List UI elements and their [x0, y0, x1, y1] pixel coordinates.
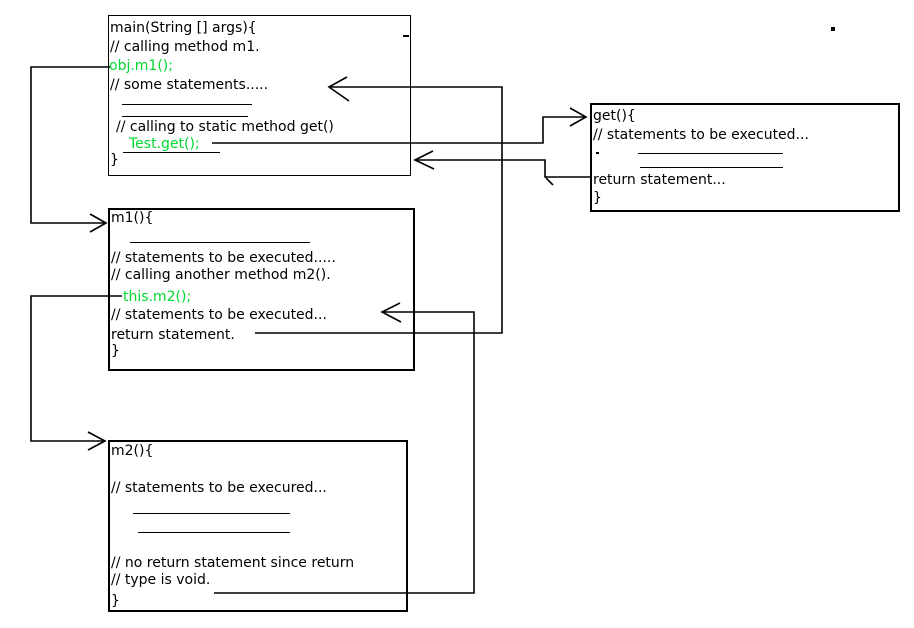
- blank-statement-underline: [638, 153, 783, 154]
- blank-statement-underline: [640, 167, 783, 168]
- arrow-return-from-get: [413, 150, 590, 186]
- m1-comment-statements-2: // statements to be executed...: [111, 307, 327, 323]
- m2-closing-brace: }: [111, 593, 120, 609]
- m1-return-statement: return statement.: [111, 327, 235, 343]
- blank-statement-underline: [130, 242, 310, 243]
- arrow-call-obj-m1: [30, 66, 110, 233]
- main-comment-calling-get: // calling to static method get(): [116, 119, 334, 135]
- m1-signature: m1(){: [111, 210, 154, 226]
- main-closing-brace: }: [110, 152, 119, 168]
- main-call-m1-statement: obj.m1();: [109, 58, 173, 74]
- main-call-get-statement: Test.get();: [129, 136, 200, 152]
- m2-method-box: m2(){ // statements to be execured... //…: [108, 440, 408, 612]
- blank-statement-underline: [122, 116, 248, 117]
- get-method-box: get(){ // statements to be executed... r…: [590, 103, 900, 212]
- m2-comment-no-return-1: // no return statement since return: [111, 555, 355, 571]
- main-comment-calling-m1: // calling method m1.: [110, 39, 260, 55]
- get-return-statement: return statement...: [593, 172, 726, 188]
- blank-statement-underline: [122, 104, 252, 105]
- main-comment-some-statements: // some statements.....: [110, 77, 269, 93]
- main-signature: main(String [] args){: [110, 20, 257, 36]
- m1-method-box: m1(){ // statements to be executed..... …: [108, 208, 415, 371]
- blank-statement-underline: [138, 532, 290, 533]
- m1-closing-brace: }: [111, 343, 120, 359]
- stray-dot: [831, 27, 835, 31]
- m2-signature: m2(){: [111, 443, 154, 459]
- blank-statement-underline: [133, 513, 290, 514]
- get-closing-brace: }: [593, 190, 602, 206]
- m1-call-m2-statement: this.m2();: [123, 289, 192, 305]
- blank-statement-underline: [123, 152, 220, 153]
- m1-comment-statements: // statements to be executed.....: [111, 250, 336, 266]
- get-comment-statements: // statements to be executed...: [593, 127, 809, 143]
- m1-comment-calling-m2: // calling another method m2().: [111, 267, 331, 283]
- main-method-box: main(String [] args){ // calling method …: [108, 15, 411, 176]
- m2-comment-statements: // statements to be execured...: [111, 480, 327, 496]
- m2-comment-no-return-2: // type is void.: [111, 572, 211, 588]
- get-signature: get(){: [593, 108, 636, 124]
